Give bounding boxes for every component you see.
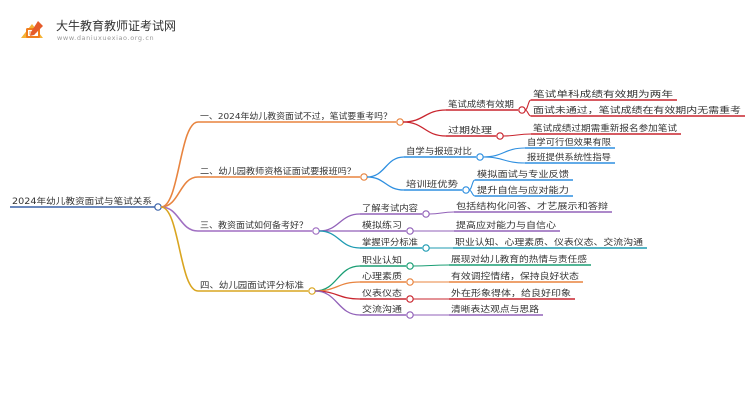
branch-4-child-1-leaf-connector-1 <box>412 264 450 267</box>
branch-1-child-1-leaf-2: 面试未通过，笔试成绩在有效期内无需重考 <box>533 105 741 115</box>
branch-4-child-3-leaf-1: 外在形象得体，给良好印象 <box>451 288 571 298</box>
branch-4-child-connector-4 <box>314 290 361 316</box>
book-pencil-logo-icon <box>21 21 43 38</box>
branch-2-child-2: 培训班优势 <box>406 179 458 189</box>
branch-2-child-2-leaf-2: 提升自信与应对能力 <box>477 185 569 195</box>
branch-2-child-1-leaf-1: 自学可行但效果有限 <box>527 137 611 147</box>
branch-2-child-2-leaf-connector-1 <box>468 179 476 191</box>
branch-2-toggle[interactable] <box>360 173 368 181</box>
branch-connector-2 <box>160 176 199 208</box>
branch-1-toggle[interactable] <box>396 118 404 126</box>
branch-1-child-1-toggle[interactable] <box>518 106 526 114</box>
branch-2-child-2-toggle[interactable] <box>462 186 470 194</box>
branch-3-child-connector-1 <box>318 213 361 232</box>
branch-4: 四、幼儿园面试评分标准 <box>200 280 304 290</box>
branch-1-child-2-leaf-1: 笔试成绩过期需重新报名参加笔试 <box>533 123 678 133</box>
branch-3-child-1: 了解考试内容 <box>362 203 418 213</box>
branch-connector-1 <box>160 121 199 208</box>
branch-4-child-4-toggle[interactable] <box>406 311 414 319</box>
branch-2-child-1-toggle[interactable] <box>476 153 484 161</box>
branch-4-child-connector-1 <box>314 265 361 292</box>
branch-2-child-1-leaf-2: 报班提供系统性指导 <box>527 152 611 162</box>
branch-1: 一、2024年幼儿教资面试不过，笔试要重考吗？ <box>200 111 392 121</box>
branch-2-child-1: 自学与报班对比 <box>406 146 472 156</box>
branch-4-toggle[interactable] <box>308 287 316 295</box>
branch-1-child-1-leaf-connector-2 <box>524 109 532 117</box>
branch-3-child-2: 模拟练习 <box>362 220 402 230</box>
branch-3: 三、教资面试如何备考好？ <box>200 220 308 230</box>
branch-2-child-1-leaf-connector-2 <box>482 156 526 164</box>
branch-3-child-1-toggle[interactable] <box>422 210 430 218</box>
branch-4-child-4: 交流沟通 <box>362 304 403 314</box>
branch-4-child-2-toggle[interactable] <box>406 278 414 286</box>
branch-3-child-2-leaf-1: 提高应对能力与自信心 <box>456 220 557 230</box>
branch-1-child-2: 过期处理 <box>448 125 493 135</box>
branch-2-child-2-leaf-1: 模拟面试与专业反馈 <box>477 169 569 179</box>
branch-3-child-1-leaf-connector-1 <box>428 211 455 215</box>
branch-2: 二、幼儿园教师资格证面试要报班吗？ <box>200 166 356 176</box>
branch-4-child-1: 职业认知 <box>362 255 402 265</box>
branch-3-child-3: 掌握评分标准 <box>362 237 418 247</box>
branch-3-child-2-toggle[interactable] <box>406 227 414 235</box>
branch-2-child-connector-1 <box>366 156 405 178</box>
branch-4-child-4-leaf-1: 清晰表达观点与思路 <box>451 304 540 314</box>
root-node: 2024年幼儿教资面试与笔试关系 <box>12 195 152 207</box>
root-toggle[interactable] <box>154 203 162 211</box>
branch-3-child-3-toggle[interactable] <box>422 244 430 252</box>
site-url: www.daniuxuexiao.org.cn <box>57 34 155 42</box>
branch-2-child-2-leaf-connector-2 <box>468 189 476 197</box>
branch-3-child-connector-3 <box>318 230 361 249</box>
branch-4-child-1-leaf-1: 展现对幼儿教育的热情与责任感 <box>451 254 587 264</box>
branch-4-child-2-leaf-1: 有效调控情绪，保持良好状态 <box>451 271 579 281</box>
branch-2-child-connector-2 <box>366 176 405 191</box>
branch-4-child-2: 心理素质 <box>362 271 402 281</box>
branch-1-child-connector-2 <box>402 121 447 137</box>
branch-3-child-1-leaf-1: 包括结构化问答、才艺展示和答辩 <box>456 201 608 211</box>
branch-3-child-3-leaf-1: 职业认知、心理素质、仪表仪态、交流沟通 <box>455 237 644 247</box>
branch-4-child-3-toggle[interactable] <box>406 295 414 303</box>
branch-1-child-1-leaf-1: 笔试单科成绩有效期为两年 <box>533 89 673 99</box>
branch-1-child-2-leaf-connector-1 <box>502 133 532 137</box>
branch-1-child-2-toggle[interactable] <box>496 132 504 140</box>
branch-1-child-connector-1 <box>402 109 447 123</box>
site-name: 大牛教育教师证考试网 <box>56 19 177 33</box>
branch-3-toggle[interactable] <box>312 227 320 235</box>
branch-1-child-1: 笔试成绩有效期 <box>448 99 514 109</box>
branch-1-child-1-leaf-connector-1 <box>524 99 532 111</box>
branch-4-child-3: 仪表仪态 <box>362 288 402 298</box>
branch-2-child-1-leaf-connector-1 <box>482 147 526 158</box>
branch-4-child-1-toggle[interactable] <box>406 262 414 270</box>
branch-connector-4 <box>160 206 199 292</box>
